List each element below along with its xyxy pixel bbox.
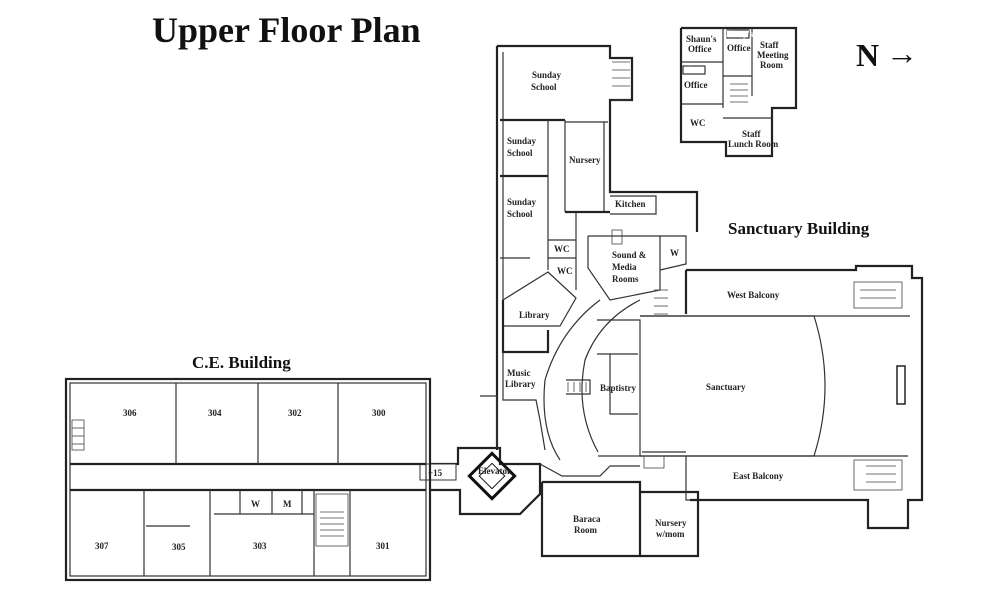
room-baraca: Baraca Room [573,514,603,535]
label-plus15: +15 [428,468,443,478]
room-staff-lunch: Staff Lunch Room [728,129,779,149]
room-library: Library [519,310,550,320]
label-ce-building: C.E. Building [192,353,291,372]
elevator-area: +15 Elevator Baraca Room Nursery w/mom [419,446,700,558]
north-label: N [856,37,879,73]
room-sound-media: Sound & Media Rooms [612,250,649,284]
room-sanctuary: Sanctuary [706,382,746,392]
room-306: 306 [123,408,137,418]
room-300: 300 [372,408,386,418]
room-elevator: Elevator [478,466,511,476]
room-wc-a: WC [554,244,570,254]
office-inset: Shaun's Office Elroy's Office Staff Meet… [679,26,798,158]
central-lobby: Library Music Library Baptistry [501,271,668,461]
room-w-ce: W [251,499,260,509]
room-m-ce: M [283,499,292,509]
room-w-upper: W [670,248,679,258]
room-sunday-school-1: Sunday School [531,70,563,92]
room-baptistry: Baptistry [600,383,637,393]
room-shauns-office: Shaun's Office [686,34,719,54]
room-nursery: Nursery [569,155,601,165]
room-sunday-school-2: Sunday School [507,136,538,158]
label-sanctuary-building: Sanctuary Building [728,219,870,238]
room-303: 303 [253,541,267,551]
room-305: 305 [172,542,186,552]
ce-building: C.E. Building 306 304 302 300 307 305 [64,353,432,582]
north-arrow: → [886,35,918,71]
room-wc-office: WC [690,118,706,128]
room-302: 302 [288,408,302,418]
room-sunday-school-3: Sunday School [507,197,538,219]
room-304: 304 [208,408,222,418]
room-307: 307 [95,541,109,551]
room-music-library: Music Library [505,368,536,389]
room-kitchen: Kitchen [615,199,646,209]
room-staff-meeting: Staff Meeting Room [757,40,791,70]
room-west-balcony: West Balcony [727,290,780,300]
sanctuary-building: Sanctuary Building West Balcony Sanctuar… [640,219,924,530]
room-nursery-mom: Nursery w/mom [655,518,689,539]
room-jess-office: Jess' Office [684,65,707,90]
room-elroys-office: Elroy's Office [726,29,756,53]
room-wc-b: WC [557,266,573,276]
connector-walls [480,395,690,501]
room-east-balcony: East Balcony [733,471,784,481]
room-301: 301 [376,541,390,551]
page-title: Upper Floor Plan [152,10,421,50]
north-wing: Sunday School Sunday School Nursery Sund… [495,44,699,450]
north-arrow-icon: N → [856,35,918,73]
